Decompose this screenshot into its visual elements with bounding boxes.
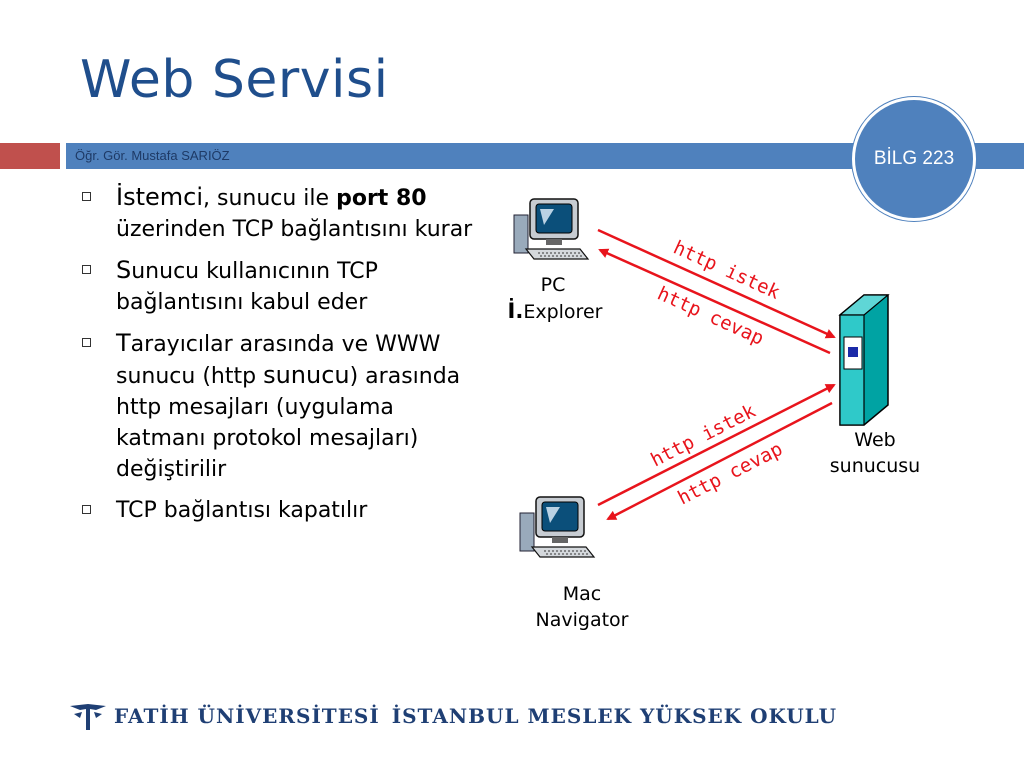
bullet-item-1: İstemci, sunucu ile port 80 üzerinden TC… [82,182,477,245]
mac-label-line-2: Navigator [535,609,629,631]
server-label: Web sunucusu [820,427,930,479]
footer: FATİH ÜNİVERSİTESİ İSTANBUL MESLEK YÜKSE… [68,700,837,732]
bullet-3-initial: T [116,329,131,357]
arrow-mac-request [597,383,836,507]
bullet-item-3: Tarayıcılar arasında ve WWW sunucu (http… [82,328,477,485]
bullet-2-initial: S [116,256,132,284]
bullet-1-text-a: , sunucu ile [203,186,337,211]
web-server-icon [838,294,890,426]
mac-label: Mac Navigator [522,581,642,633]
pc-label-i: İ. [507,299,524,323]
arrow-mac-response [606,401,833,521]
bullet-item-4: TCP bağlantısı kapatılır [82,495,477,526]
bullet-4-text: TCP bağlantısı kapatılır [116,498,368,523]
bullet-square-icon [82,338,91,347]
bullet-item-2: Sunucu kullanıcının TCP bağlantısını kab… [82,255,477,318]
bullet-1-text-b: üzerinden TCP bağlantısını kurar [116,217,473,242]
bullet-3-server: sunucu [263,361,350,389]
author-label: Öğr. Gör. Mustafa SARIÖZ [75,148,230,163]
arrow-pc-response [598,248,831,355]
bullet-square-icon [82,192,91,201]
pc-computer-icon [513,198,590,260]
pc-label-explorer: Explorer [523,301,603,323]
bullet-square-icon [82,265,91,274]
server-label-line-2: sunucusu [829,455,921,477]
bullet-square-icon [82,505,91,514]
band-red-block [0,143,60,169]
course-badge: BİLG 223 [852,97,976,221]
slide-title: Web Servisi [80,50,389,110]
bullet-1-keyword: İstemci [116,183,203,211]
footer-school: İSTANBUL MESLEK YÜKSEK OKULU [391,704,838,728]
university-logo-icon [70,704,106,730]
bullet-list: İstemci, sunucu ile port 80 üzerinden TC… [82,182,477,536]
footer-university: FATİH ÜNİVERSİTESİ [114,704,380,728]
diagram-canvas: http istek http cevap http istek http ce… [513,198,890,558]
bullet-2-text: unucu kullanıcının TCP bağlantısını kabu… [116,259,378,315]
mac-computer-icon [519,496,596,558]
pc-label: PC [518,272,588,298]
pc-label-line-1: PC [540,274,566,296]
bullet-3-text-b: ) arasında http mesajları (uygulama katm… [116,364,461,482]
mac-label-line-1: Mac [562,583,602,605]
http-diagram: http istek http cevap http istek http ce… [500,185,970,655]
pc-label-2: İ.Explorer [500,298,610,325]
arrow-pc-request [597,228,836,339]
server-label-line-1: Web [854,429,896,451]
bullet-1-port: port 80 [336,186,427,211]
bullet-3-text-a: arayıcılar arasında ve WWW sunucu (http [116,332,441,389]
